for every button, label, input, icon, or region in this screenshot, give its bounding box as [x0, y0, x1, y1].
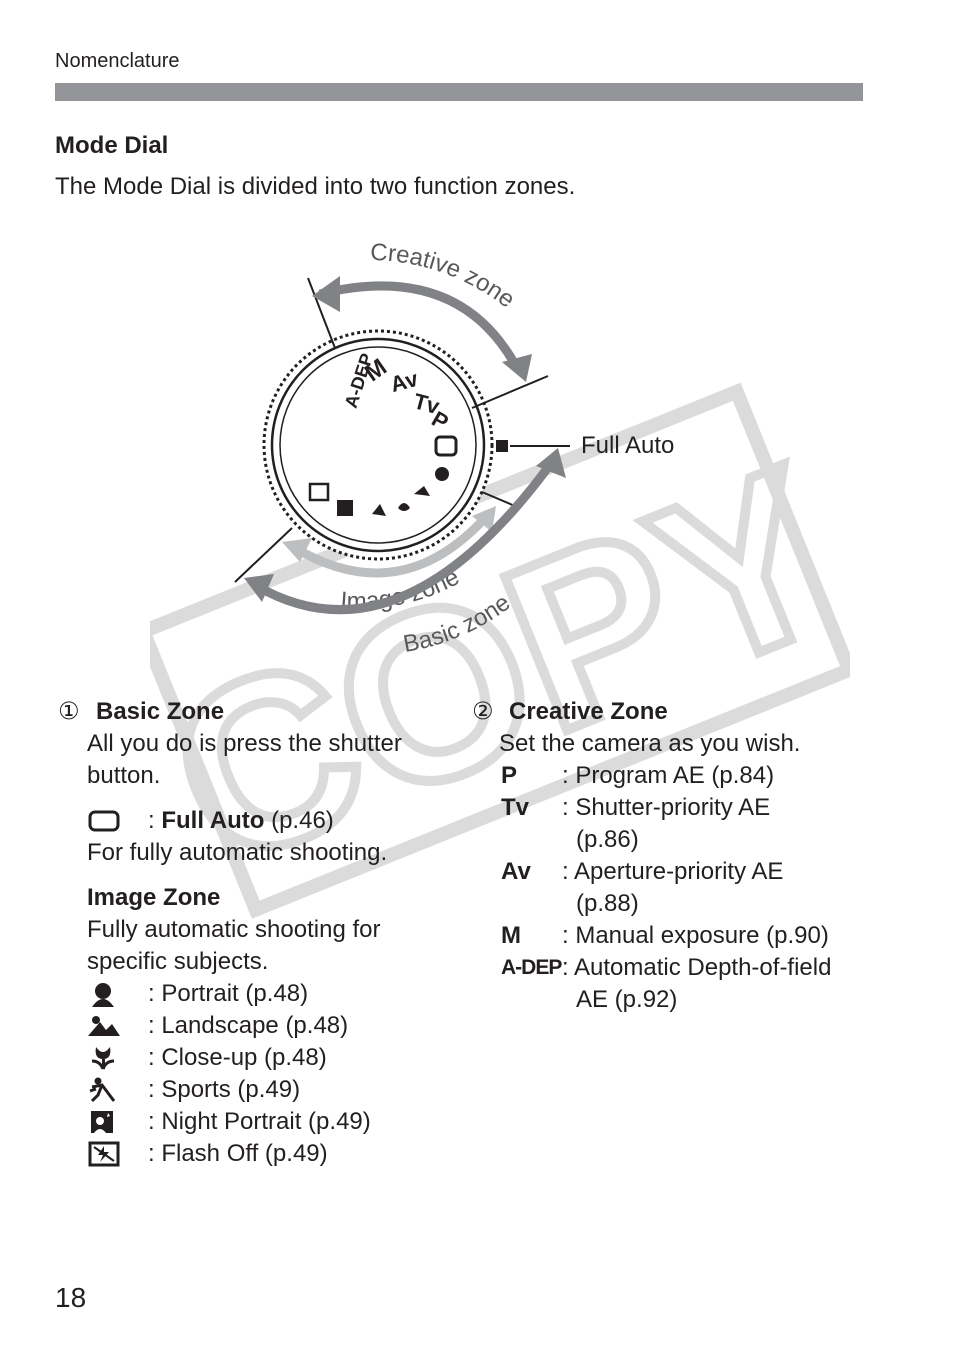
- mode-landscape: : Landscape (p.48): [148, 1012, 349, 1039]
- mode-aperture-priority: : Aperture-priority AE: [562, 858, 784, 885]
- image-arrow-head-right: [472, 506, 496, 532]
- intro-text: The Mode Dial is divided into two functi…: [55, 173, 576, 200]
- full-auto-name: Full Auto: [161, 807, 265, 834]
- dial-sports-icon: [372, 504, 386, 516]
- image-arrow-head-left: [282, 538, 312, 562]
- image-zone-arrow: [292, 514, 489, 578]
- full-auto-page: (p.46): [264, 807, 334, 834]
- mode-close-up: : Close-up (p.48): [148, 1044, 327, 1071]
- full-auto-line: : Full Auto (p.46): [148, 805, 334, 837]
- page-title: Mode Dial: [55, 132, 169, 159]
- basic-zone-number: ①: [58, 698, 80, 725]
- page-number: 18: [55, 1282, 87, 1313]
- basic-zone-heading: Basic Zone: [96, 698, 225, 725]
- symbol-tv: Tv: [501, 794, 530, 821]
- image-zone-desc-line2: specific subjects.: [87, 948, 269, 975]
- portrait-icon: [92, 983, 114, 1007]
- landscape-icon: [88, 1016, 120, 1036]
- mode-adep-page: AE (p.92): [576, 986, 678, 1013]
- dial-portrait-icon: [435, 467, 449, 481]
- full-auto-desc: For fully automatic shooting.: [87, 839, 388, 866]
- dial-night-portrait-icon: [337, 500, 353, 516]
- full-auto-label: Full Auto: [581, 432, 674, 459]
- sports-icon: [89, 1077, 116, 1103]
- symbol-p: P: [501, 762, 518, 789]
- basic-zone-arrow: [252, 459, 556, 615]
- basic-arrow-head-left: [244, 574, 274, 602]
- section-label: Nomenclature: [55, 50, 180, 72]
- full-auto-icon: [88, 810, 120, 832]
- close-up-icon: [91, 1047, 115, 1070]
- dial-flash-off-icon: [308, 482, 330, 502]
- creative-arrow-head-left: [312, 276, 340, 312]
- basic-arrow-head-right: [536, 448, 566, 478]
- mode-shutter-priority: : Shutter-priority AE: [562, 794, 771, 821]
- symbol-av: Av: [501, 858, 531, 885]
- mode-shutter-priority-page: (p.86): [576, 826, 639, 853]
- mode-manual-exposure: : Manual exposure (p.90): [562, 922, 829, 949]
- full-auto-prefix: :: [148, 807, 162, 834]
- creative-zone-heading: Creative Zone: [509, 698, 668, 725]
- dial-landscape-icon: [414, 486, 430, 496]
- basic-zone-divider-right: [481, 491, 516, 507]
- dial-basic-icons: [308, 467, 449, 516]
- mode-flash-off: : Flash Off (p.49): [148, 1140, 328, 1167]
- image-zone-desc-line1: Fully automatic shooting for: [87, 916, 381, 943]
- mode-adep: : Automatic Depth-of-field: [562, 954, 832, 981]
- creative-arrow-head-right: [502, 354, 532, 382]
- mode-sports: : Sports (p.49): [148, 1076, 301, 1103]
- dial-index-mark: [496, 440, 508, 452]
- dial-full-auto-mark: [434, 435, 458, 457]
- creative-zone-number: ②: [472, 698, 494, 725]
- mode-aperture-priority-page: (p.88): [576, 890, 639, 917]
- mode-portrait: : Portrait (p.48): [148, 980, 309, 1007]
- symbol-adep: A-DEP: [501, 956, 562, 979]
- creative-zone-desc: Set the camera as you wish.: [499, 730, 801, 757]
- basic-zone-divider-left: [234, 527, 293, 583]
- flash-off-icon: [88, 1141, 120, 1167]
- copy-watermark: COPY: [150, 382, 850, 923]
- dial-close-up-icon: [398, 503, 410, 511]
- mode-night-portrait: : Night Portrait (p.49): [148, 1108, 371, 1135]
- creative-zone-divider-left: [307, 277, 336, 349]
- creative-zone-arrow: [318, 281, 522, 373]
- night-portrait-icon: [91, 1111, 113, 1133]
- symbol-m: M: [501, 922, 521, 949]
- header-divider-bar: [55, 83, 863, 101]
- creative-zone-divider-right: [471, 375, 549, 409]
- image-zone-heading: Image Zone: [87, 884, 221, 911]
- mode-program-ae: : Program AE (p.84): [562, 762, 775, 789]
- mode-dial-diagram: A-DEP M Av Tv P Full Auto Creative zone …: [234, 239, 674, 658]
- basic-zone-desc-line1: All you do is press the shutter: [87, 730, 402, 757]
- basic-zone-desc-line2: button.: [87, 762, 161, 789]
